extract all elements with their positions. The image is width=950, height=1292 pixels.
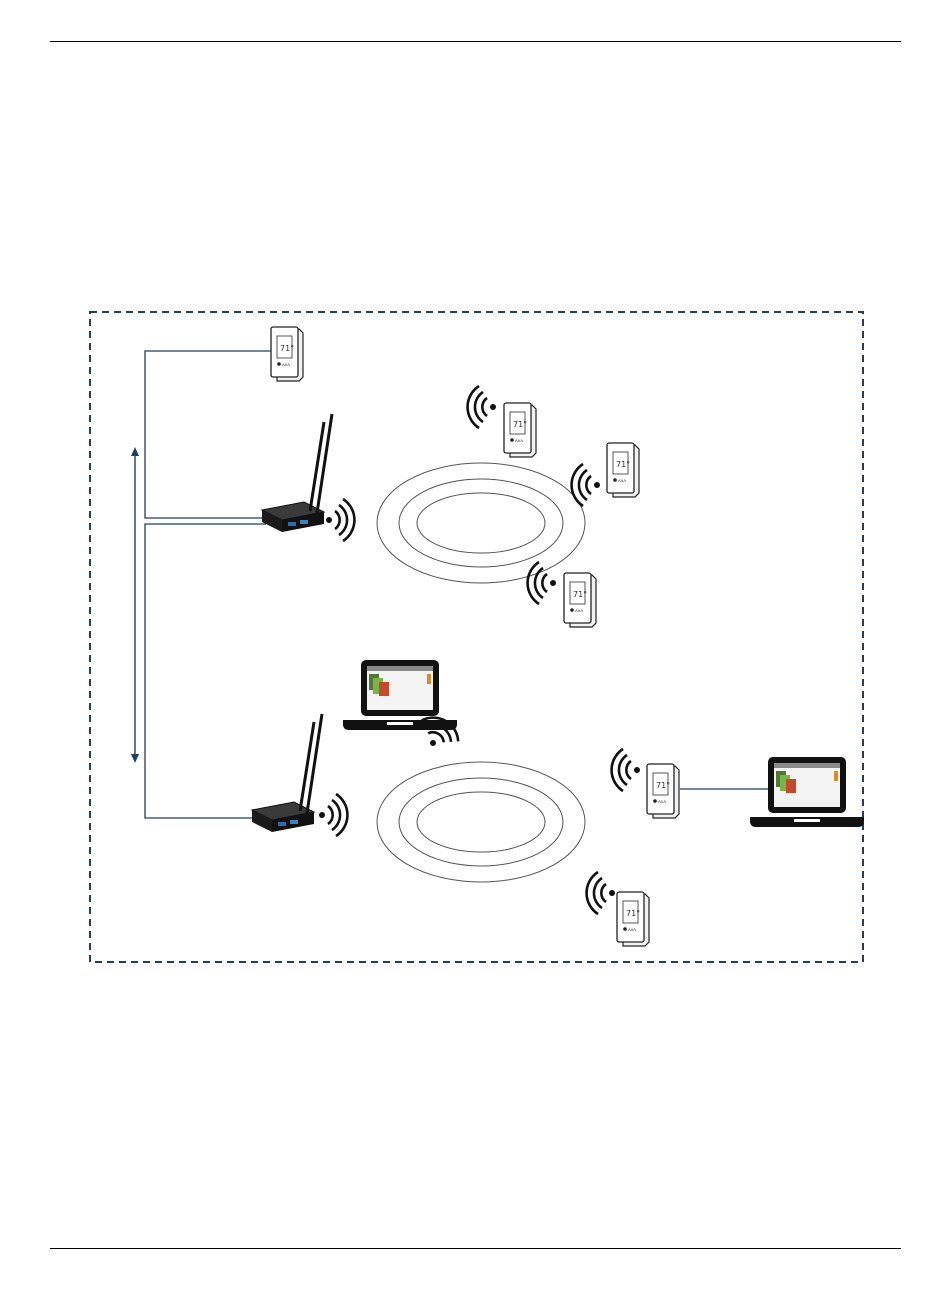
bus-wiring [145,351,272,818]
laptop-icon [750,757,864,827]
wireless-thermostat-icon [647,764,679,818]
wired-thermostat-icon [271,327,303,381]
wireless-signal-icon [326,499,354,541]
wireless-signal-icon [413,710,464,756]
wireless-signal-icon [468,386,496,428]
wireless-coverage-upper [377,463,585,583]
wireless-thermostat-icon [504,403,536,457]
wireless-signal-icon [612,749,640,791]
wireless-signal-icon [587,872,615,914]
wireless-signal-icon [572,464,600,506]
wireless-thermostat-icon [607,443,639,497]
wireless-signal-icon [319,794,347,836]
double-headed-arrow-icon [131,447,139,763]
wireless-coverage-lower [377,762,585,882]
wireless-signal-icon [528,562,556,604]
system-boundary [90,312,863,962]
gateway-router-icon [262,414,332,532]
gateway-router-icon [252,714,322,832]
wireless-thermostat-icon [564,573,596,627]
wireless-thermostat-icon [617,892,649,946]
